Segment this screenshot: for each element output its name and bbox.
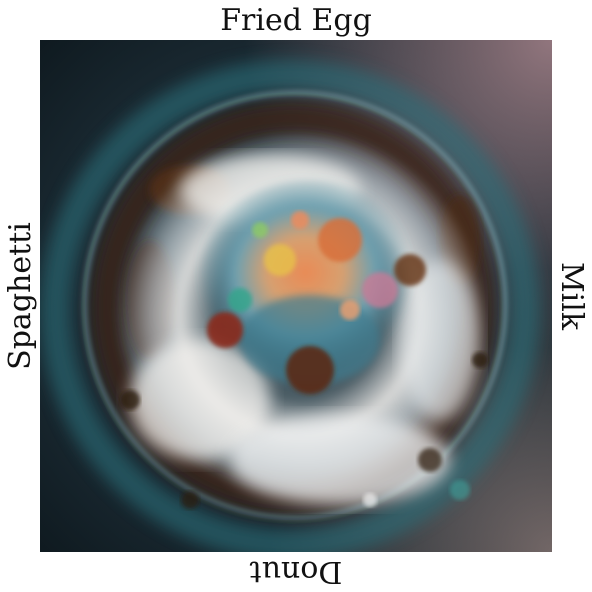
abstract-food-image — [40, 40, 552, 552]
label-bottom: Donut — [249, 554, 343, 589]
abstract-food-image-art — [40, 40, 552, 552]
label-top: Fried Egg — [220, 3, 372, 38]
label-left: Spaghetti — [3, 222, 38, 370]
label-right: Milk — [554, 261, 589, 331]
